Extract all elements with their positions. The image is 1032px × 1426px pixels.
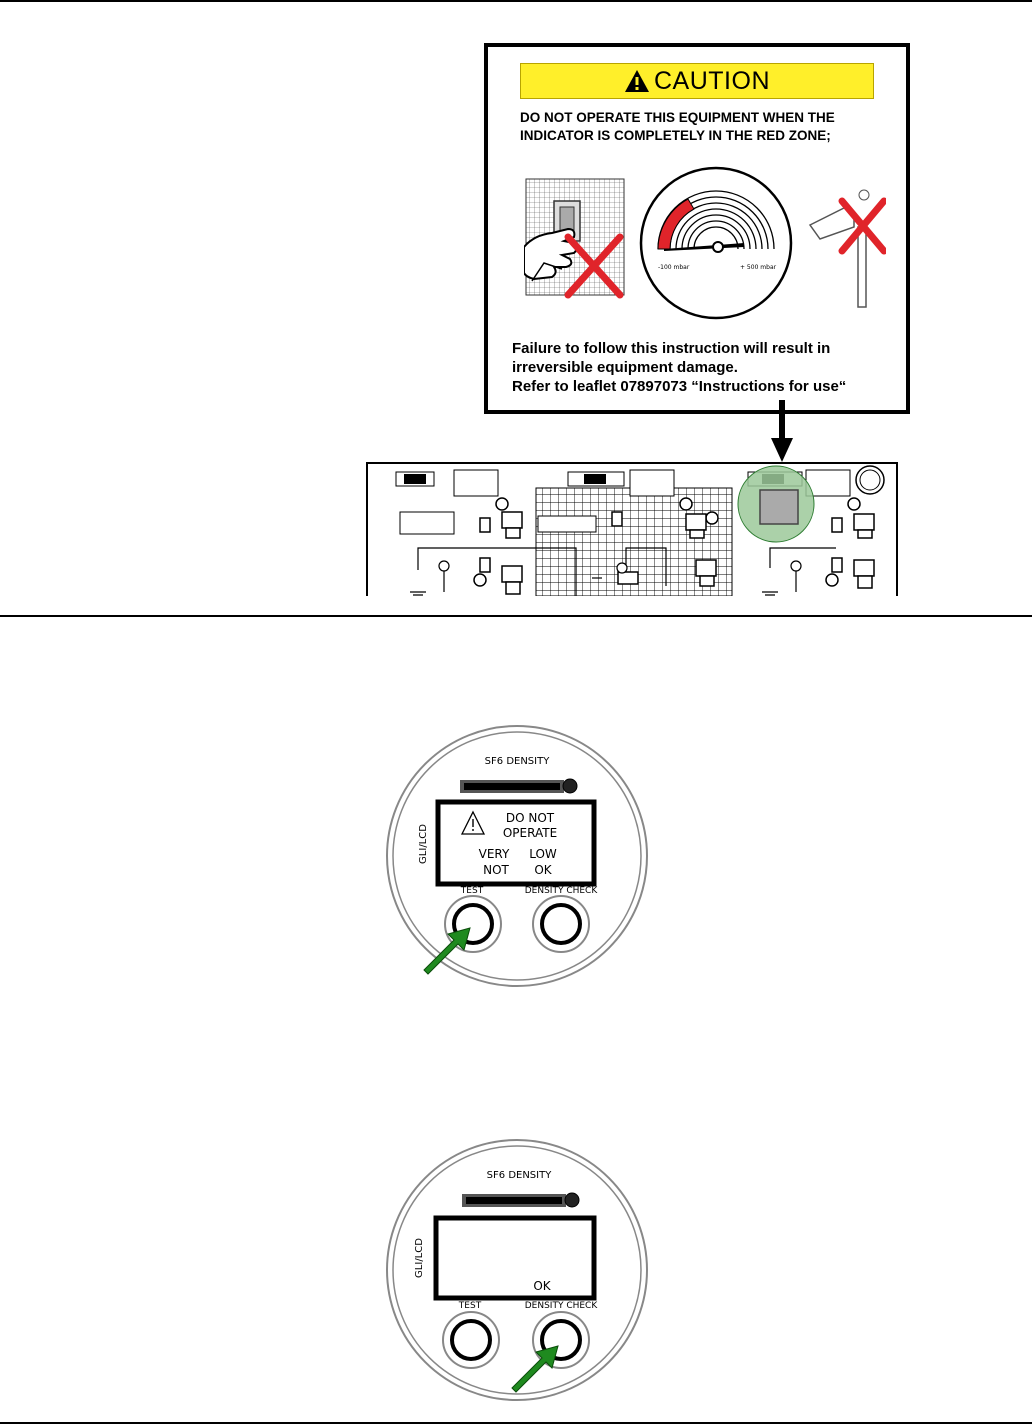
density-check-button-label: DENSITY CHECK — [525, 1301, 599, 1311]
failure-warning-text: Failure to follow this instruction will … — [512, 340, 847, 395]
middle-rule — [0, 615, 1032, 617]
warning-triangle-icon — [625, 70, 649, 92]
gauge-title: SF6 DENSITY — [487, 1170, 553, 1181]
display-low: LOW — [529, 847, 557, 861]
top-rule — [0, 0, 1032, 2]
display-operate: OPERATE — [503, 826, 557, 840]
caution-label-figure: CAUTION DO NOT OPERATE THIS EQUIPMENT WH… — [484, 43, 910, 414]
gauge-title: SF6 DENSITY — [485, 756, 551, 767]
wrench-prohibited-icon — [808, 189, 886, 308]
pressure-dial-icon: -100 mbar + 500 mbar — [639, 166, 793, 320]
caution-banner: CAUTION — [520, 63, 874, 99]
display-ok: OK — [533, 1279, 551, 1293]
display-ok: OK — [534, 863, 552, 877]
display-not: NOT — [483, 863, 509, 877]
gauge-side-label: GLI/LCD — [414, 1238, 425, 1278]
caution-title: CAUTION — [654, 66, 770, 95]
gauge-side-label: GLI/LCD — [418, 824, 429, 864]
bottom-rule — [0, 1422, 1032, 1424]
pointer-arrow-icon — [771, 400, 793, 462]
press-arrow-icon — [423, 927, 471, 975]
display-do-not: DO NOT — [506, 811, 555, 825]
density-check-button[interactable] — [532, 895, 590, 953]
sf6-density-gauge-test: SF6 DENSITY GLI/LCD DO NOT OPERATE VERY … — [386, 725, 648, 987]
sf6-density-gauge-density-check: SF6 DENSITY GLI/LCD OK TEST DENSITY CHEC… — [386, 1139, 648, 1401]
switchgear-panel-drawing — [366, 462, 898, 596]
hand-press-button-icon — [524, 178, 625, 299]
display-very: VERY — [479, 847, 510, 861]
test-button-label: TEST — [460, 886, 484, 896]
dial-right-label: + 500 mbar — [740, 264, 777, 271]
test-button[interactable] — [442, 1311, 500, 1369]
density-check-button-label: DENSITY CHECK — [525, 886, 599, 896]
press-arrow-icon — [511, 1345, 559, 1393]
test-button-label: TEST — [458, 1301, 482, 1311]
caution-warning-text: DO NOT OPERATE THIS EQUIPMENT WHEN THE I… — [520, 110, 835, 143]
dial-left-label: -100 mbar — [658, 264, 690, 271]
